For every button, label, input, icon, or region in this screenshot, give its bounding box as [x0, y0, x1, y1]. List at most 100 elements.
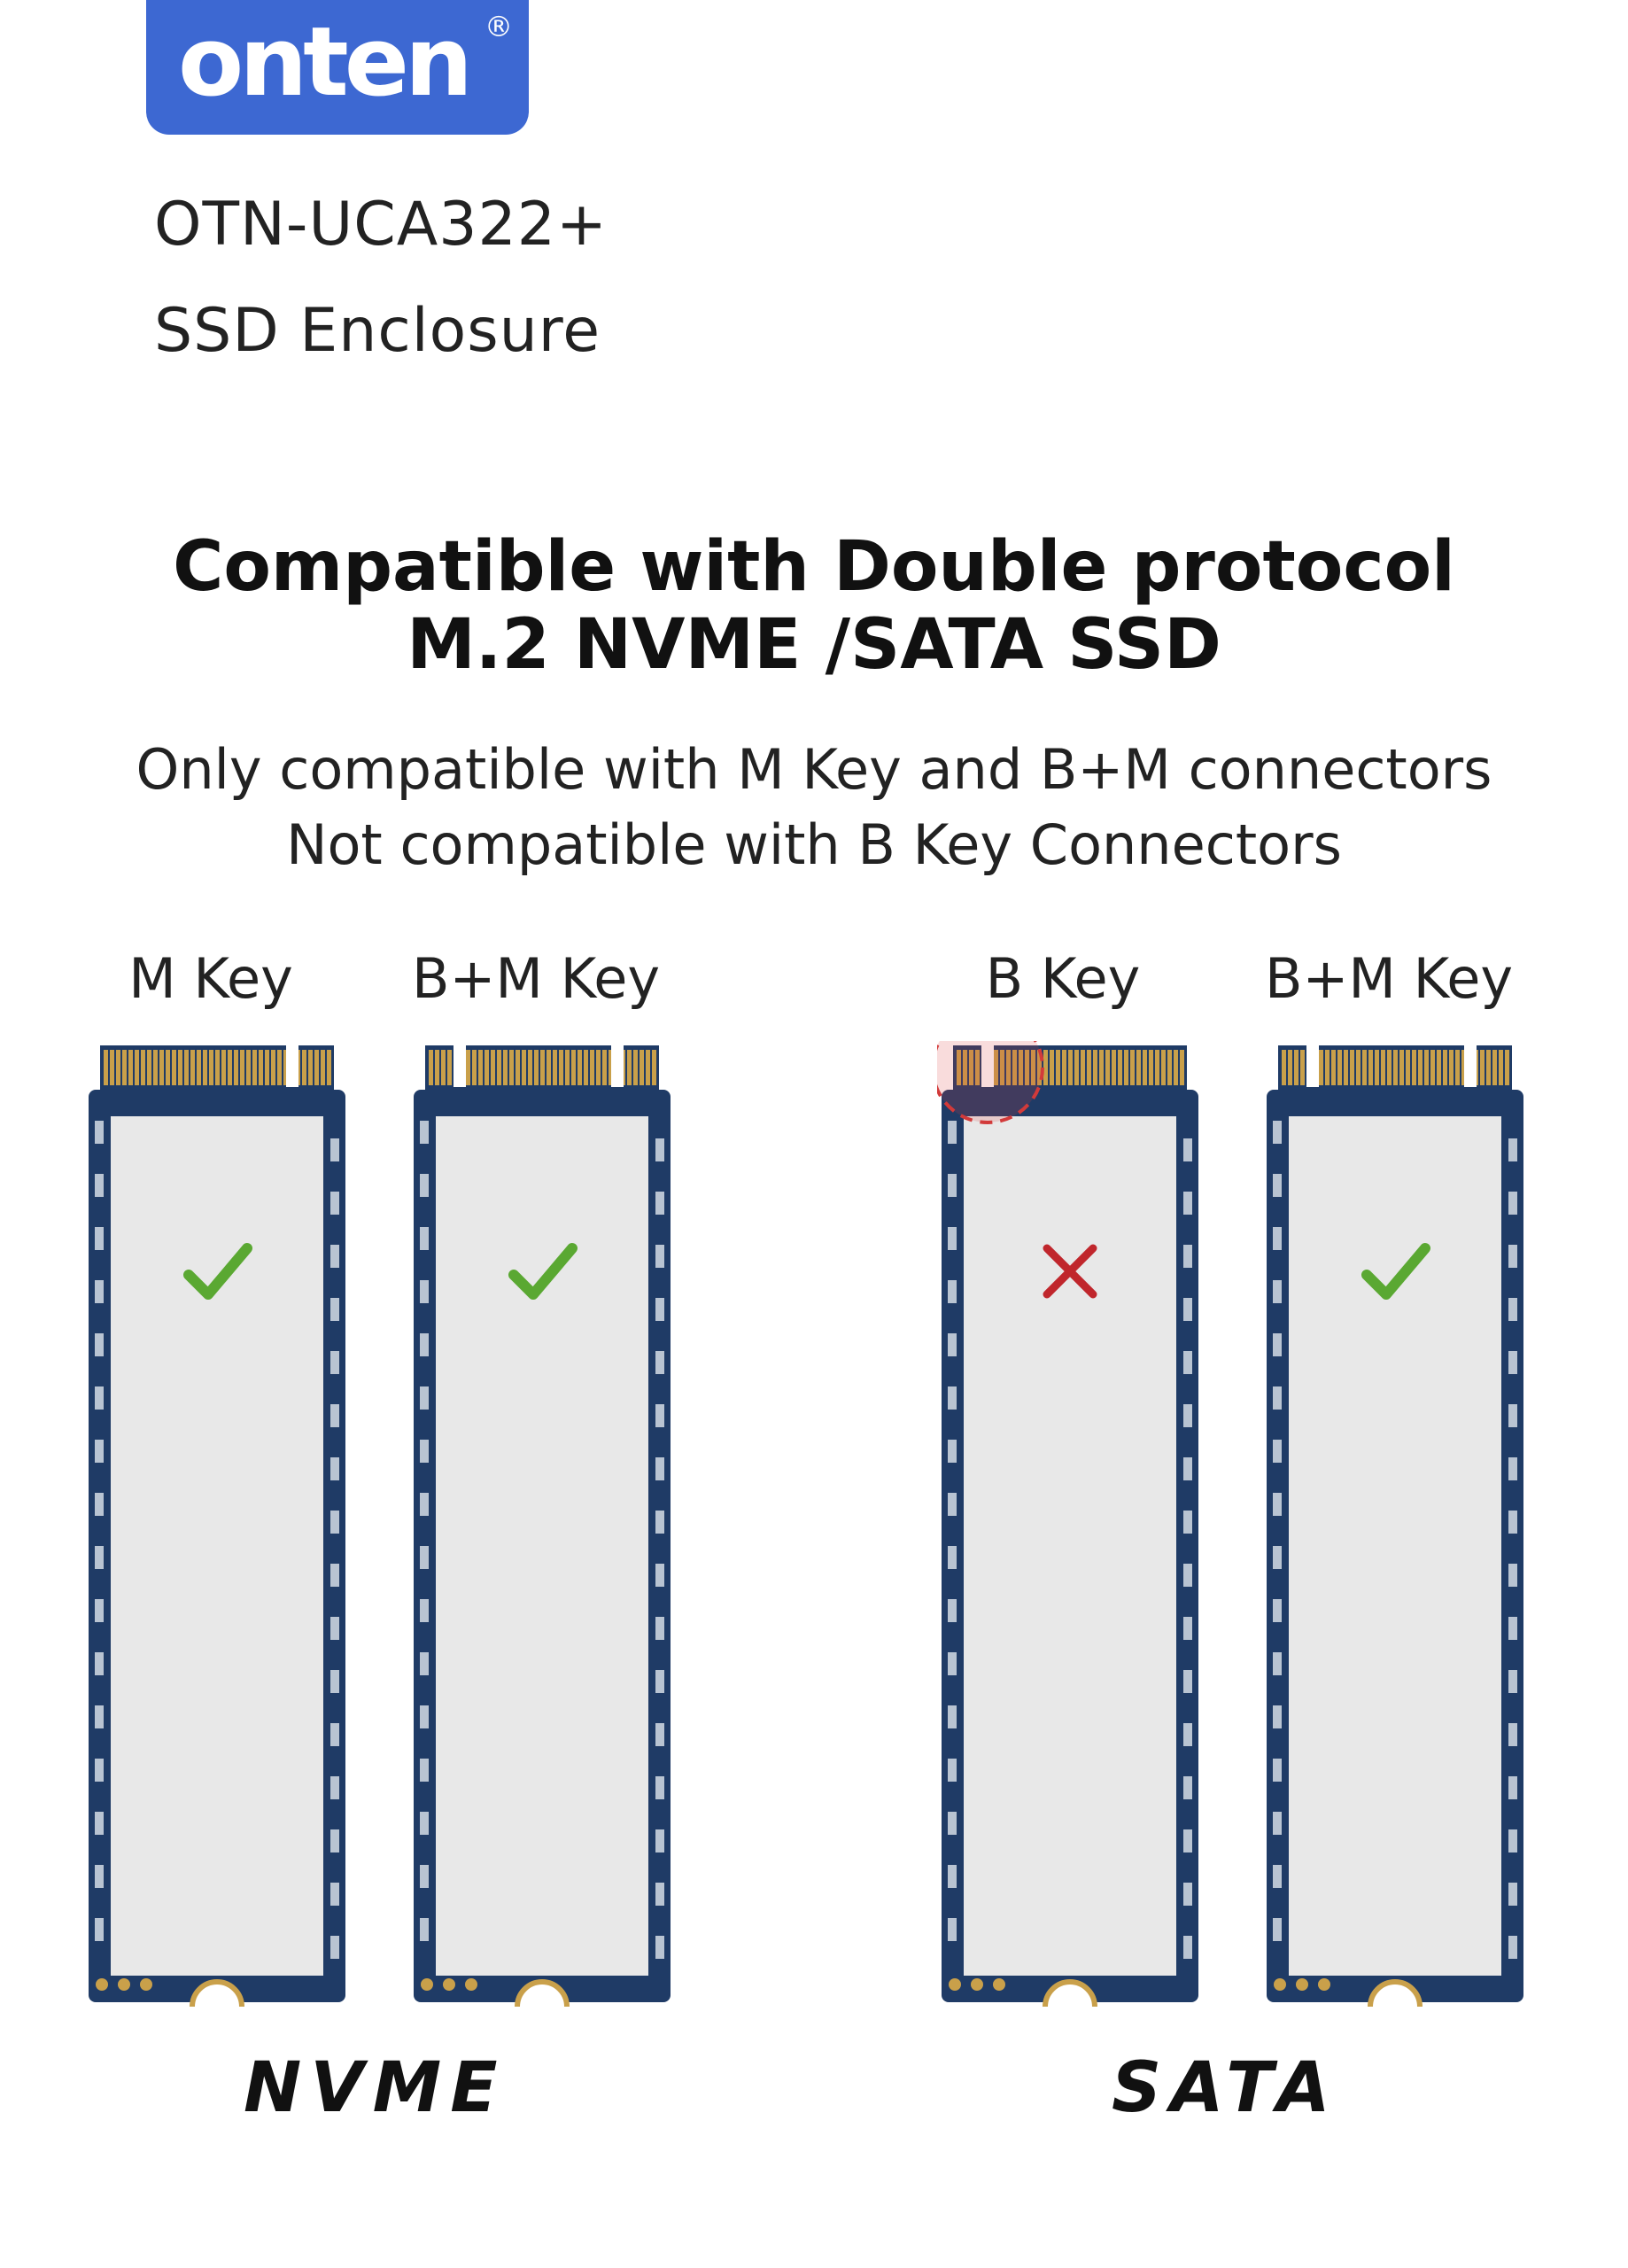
gold-finger — [1480, 1050, 1485, 1085]
smd-component — [1508, 1351, 1517, 1374]
m-notch — [611, 1041, 624, 1087]
gold-finger — [528, 1050, 532, 1085]
smd-component — [948, 1174, 957, 1197]
smd-component — [1508, 1138, 1517, 1161]
smd-component — [420, 1227, 429, 1250]
gold-finger — [314, 1050, 319, 1085]
gold-finger — [975, 1050, 980, 1085]
smd-component — [330, 1298, 339, 1321]
gold-finger — [590, 1050, 594, 1085]
check-icon — [1360, 1236, 1430, 1307]
smd-component — [1183, 1829, 1192, 1852]
smd-component — [95, 1918, 104, 1941]
gold-finger — [1012, 1050, 1017, 1085]
smd-component — [95, 1812, 104, 1835]
gold-finger — [265, 1050, 269, 1085]
gold-finger — [1068, 1050, 1073, 1085]
ssd-bm-key-sata — [1262, 1041, 1528, 2007]
smd-component — [655, 1298, 664, 1321]
gold-finger — [472, 1050, 477, 1085]
brand-logo: onten ® — [146, 0, 529, 135]
gold-finger — [1174, 1050, 1178, 1085]
smd-component — [1273, 1440, 1282, 1463]
smd-component — [1508, 1936, 1517, 1959]
group-label-nvme: NVME — [244, 2048, 507, 2128]
gold-finger — [596, 1050, 601, 1085]
smd-component — [948, 1918, 957, 1941]
smd-component — [1183, 1511, 1192, 1534]
label-area — [964, 1116, 1176, 1976]
headline-line-1: Compatible with Double protocol — [173, 527, 1455, 607]
gold-finger — [104, 1050, 108, 1085]
gold-finger — [1356, 1050, 1361, 1085]
gold-finger — [240, 1050, 244, 1085]
smd-component — [1273, 1121, 1282, 1144]
pad — [96, 1978, 108, 1991]
b-notch — [454, 1041, 466, 1087]
gold-finger — [1155, 1050, 1159, 1085]
smd-component — [1508, 1298, 1517, 1321]
pad — [443, 1978, 455, 1991]
gold-finger — [1130, 1050, 1135, 1085]
gold-finger — [1031, 1050, 1035, 1085]
smd-component — [1508, 1245, 1517, 1268]
gold-finger — [321, 1050, 325, 1085]
smd-component — [1508, 1564, 1517, 1587]
smd-component — [330, 1564, 339, 1587]
cross-mark — [1043, 1244, 1097, 1299]
smd-component — [1273, 1386, 1282, 1410]
check-mark — [508, 1243, 578, 1300]
gold-finger — [277, 1050, 282, 1085]
ssd-bm-key-nvme — [409, 1041, 675, 2007]
smd-component — [330, 1457, 339, 1480]
label-area — [436, 1116, 648, 1976]
gold-finger — [1300, 1050, 1305, 1085]
gold-finger — [1455, 1050, 1460, 1085]
smd-component — [1273, 1280, 1282, 1303]
gold-finger — [1081, 1050, 1085, 1085]
smd-component — [95, 1280, 104, 1303]
gold-finger — [547, 1050, 551, 1085]
smd-component — [948, 1705, 957, 1728]
gold-finger — [1375, 1050, 1379, 1085]
smd-component — [1508, 1192, 1517, 1215]
smd-component — [1183, 1883, 1192, 1906]
smd-component — [330, 1511, 339, 1534]
smd-component — [420, 1918, 429, 1941]
smd-component — [1183, 1351, 1192, 1374]
gold-finger — [259, 1050, 263, 1085]
gold-finger — [122, 1050, 127, 1085]
gold-finger — [435, 1050, 439, 1085]
gold-finger — [184, 1050, 189, 1085]
gold-finger — [327, 1050, 331, 1085]
smd-component — [1183, 1617, 1192, 1640]
gold-finger — [1124, 1050, 1128, 1085]
gold-finger — [172, 1050, 176, 1085]
b-notch — [1306, 1041, 1319, 1087]
gold-finger — [1043, 1050, 1048, 1085]
check-icon — [182, 1236, 252, 1307]
smd-component — [1273, 1705, 1282, 1728]
gold-finger — [209, 1050, 213, 1085]
pad — [993, 1978, 1005, 1991]
key-label-bm-nvme: B+M Key — [411, 946, 661, 1011]
smd-component — [95, 1599, 104, 1622]
smd-component — [95, 1333, 104, 1356]
pad — [140, 1978, 152, 1991]
pad — [421, 1978, 433, 1991]
smd-component — [330, 1936, 339, 1959]
smd-component — [330, 1670, 339, 1693]
gold-finger — [441, 1050, 446, 1085]
gold-finger — [1136, 1050, 1141, 1085]
gold-finger — [1424, 1050, 1429, 1085]
smd-component — [95, 1440, 104, 1463]
smd-component — [948, 1386, 957, 1410]
smd-component — [1508, 1670, 1517, 1693]
pad — [1318, 1978, 1330, 1991]
gold-finger — [652, 1050, 656, 1085]
smd-component — [655, 1404, 664, 1427]
gold-finger — [308, 1050, 313, 1085]
gold-finger — [1019, 1050, 1023, 1085]
smd-component — [1273, 1333, 1282, 1356]
gold-finger — [1143, 1050, 1147, 1085]
